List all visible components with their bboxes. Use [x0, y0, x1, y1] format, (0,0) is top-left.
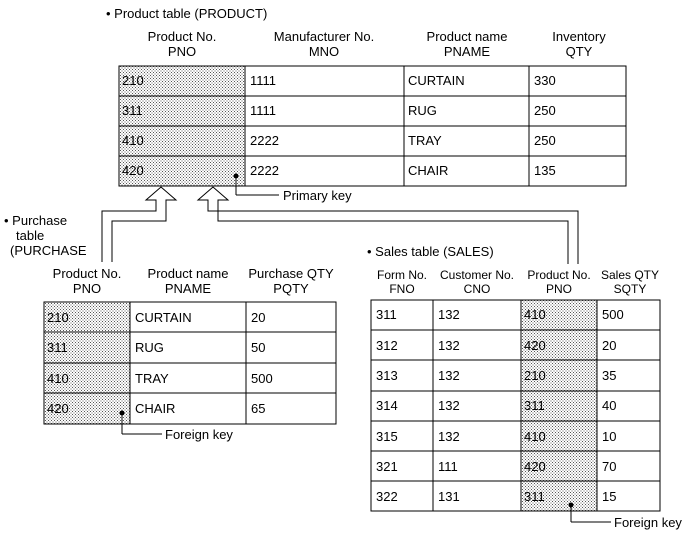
product-header-pno: Product No. PNO [147, 29, 217, 59]
product-cell: 210 [122, 73, 144, 88]
sales-cell: 500 [602, 307, 624, 322]
product-cell: 330 [534, 73, 556, 88]
sales-foreign-key-label: Foreign key [614, 515, 682, 530]
sales-cell: 315 [376, 429, 398, 444]
product-cell: RUG [408, 103, 437, 118]
sales-cell: 20 [602, 338, 617, 353]
purchase-cell: TRAY [135, 371, 169, 386]
purchase-header-pno: Product No. PNO [52, 266, 122, 296]
sales-cell: 410 [524, 307, 546, 322]
sales-cell: 321 [376, 459, 398, 474]
sales-foreign-key-pointer [568, 502, 611, 523]
sales-cell: 132 [438, 307, 460, 322]
sales-cell: 410 [524, 429, 546, 444]
sales-header-fno: Form No. FNO [376, 268, 427, 296]
product-table-title: • Product table (PRODUCT) [106, 6, 268, 21]
sales-cell: 40 [602, 398, 617, 413]
product-cell: 1111 [250, 103, 277, 118]
sales-cell: 314 [376, 398, 398, 413]
sales-cell: 35 [602, 368, 617, 383]
purchase-header-pname: Product name PNAME [147, 266, 229, 296]
sales-cell: 311 [524, 398, 545, 413]
purchase-cell: CURTAIN [135, 310, 192, 325]
product-cell: 420 [122, 163, 144, 178]
sales-cell: 420 [524, 459, 546, 474]
product-header-qty: Inventory QTY [552, 29, 606, 59]
product-cell: TRAY [408, 133, 442, 148]
product-cell: 250 [534, 133, 556, 148]
sales-cell: 15 [602, 489, 617, 504]
purchase-cell: 20 [251, 310, 266, 325]
product-header-pname: Product name PNAME [426, 29, 508, 59]
sales-table-title: • Sales table (SALES) [367, 244, 494, 259]
purchase-foreign-key-label: Foreign key [165, 427, 233, 442]
purchase-cell: 210 [47, 310, 69, 325]
sales-table-grid [370, 299, 661, 512]
product-cell: 311 [122, 103, 143, 118]
purchase-table-title: • Purchase table (PURCHASE [4, 213, 87, 258]
sales-header-pno: Product No. PNO [527, 268, 591, 296]
sales-cell: 420 [524, 338, 546, 353]
purchase-table-grid [43, 301, 337, 425]
purchase-cell: RUG [135, 340, 164, 355]
product-cell: CHAIR [408, 163, 449, 178]
purchase-cell: 410 [47, 371, 69, 386]
sales-header-cno: Customer No. CNO [439, 268, 515, 296]
purchase-cell: 420 [47, 401, 69, 416]
purchase-cell: 50 [251, 340, 266, 355]
product-cell: 135 [534, 163, 556, 178]
product-cell: 250 [534, 103, 556, 118]
sales-cell: 132 [438, 368, 460, 383]
sales-cell: 312 [376, 338, 398, 353]
sales-cell: 132 [438, 429, 460, 444]
purchase-cell: 500 [251, 371, 273, 386]
sales-cell: 132 [438, 338, 460, 353]
sales-cell: 210 [524, 368, 546, 383]
product-cell: 1111 [250, 73, 277, 88]
sales-cell: 322 [376, 489, 398, 504]
purchase-cell: 311 [47, 340, 68, 355]
primary-key-pointer [233, 173, 279, 196]
purchase-cell: 65 [251, 401, 266, 416]
product-cell: 2222 [250, 133, 279, 148]
sales-cell: 311 [524, 489, 545, 504]
primary-key-label: Primary key [283, 188, 352, 203]
sales-cell: 132 [438, 398, 460, 413]
sales-reference-arrow [196, 186, 579, 264]
product-cell: 2222 [250, 163, 279, 178]
purchase-foreign-key-pointer [119, 410, 162, 435]
sales-cell: 111 [438, 459, 458, 474]
product-table-grid [118, 65, 627, 187]
product-header-mno: Manufacturer No. MNO [273, 29, 375, 59]
sales-cell: 131 [438, 489, 460, 504]
sales-header-sqty: Sales QTY SQTY [600, 268, 660, 296]
product-cell: CURTAIN [408, 73, 465, 88]
purchase-cell: CHAIR [135, 401, 176, 416]
product-cell: 410 [122, 133, 144, 148]
purchase-reference-arrow [101, 186, 178, 262]
sales-cell: 70 [602, 459, 617, 474]
purchase-header-pqty: Purchase QTY PQTY [248, 266, 334, 296]
sales-cell: 10 [602, 429, 617, 444]
sales-cell: 313 [376, 368, 398, 383]
sales-cell: 311 [376, 307, 397, 322]
